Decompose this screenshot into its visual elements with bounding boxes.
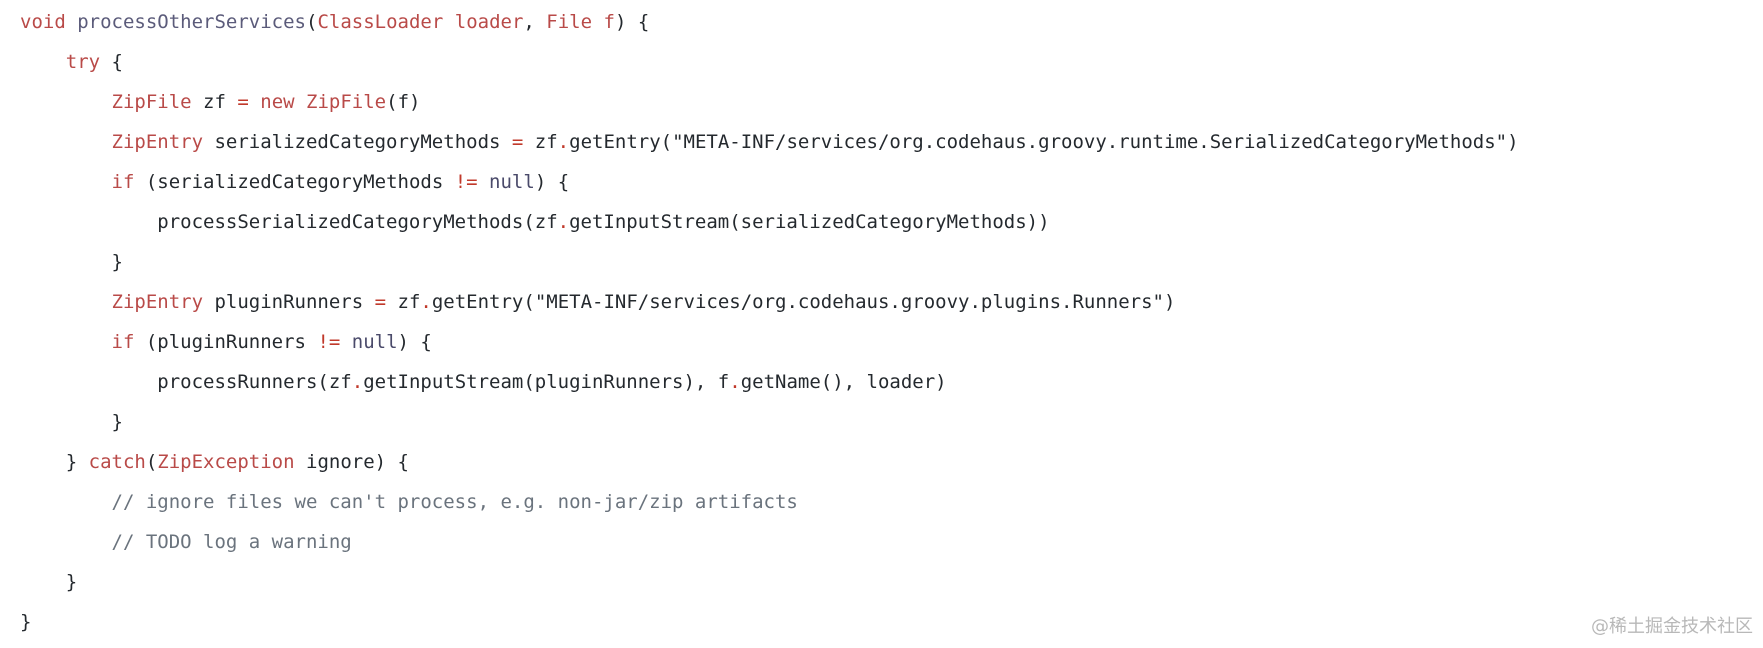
- code-token-plain: ignore) {: [294, 451, 409, 473]
- code-token-plain: (serializedCategoryMethods: [134, 171, 455, 193]
- code-token-op: =: [511, 131, 524, 153]
- code-token-plain: [20, 51, 66, 73]
- code-token-plain: }: [20, 451, 89, 473]
- code-token-type: ZipEntry: [111, 291, 204, 313]
- code-token-plain: [20, 331, 112, 353]
- code-token-string: "META-INF/services/org.codehaus.groovy.p…: [534, 291, 1164, 313]
- code-token-plain: ) {: [614, 11, 650, 33]
- code-token-keyword: new: [260, 91, 295, 113]
- code-token-plain: [20, 291, 112, 313]
- code-line: try {: [20, 42, 1519, 82]
- code-token-plain: [20, 491, 112, 513]
- code-token-null: null: [489, 171, 535, 193]
- code-token-plain: getEntry(: [431, 291, 535, 313]
- code-token-plain: [592, 11, 603, 33]
- code-token-plain: getInputStream(pluginRunners), f: [363, 371, 730, 393]
- code-token-op: =: [237, 91, 249, 113]
- code-token-comment: // ignore files we can't process, e.g. n…: [111, 491, 798, 513]
- code-line: processRunners(zf.getInputStream(pluginR…: [20, 362, 1519, 402]
- code-token-plain: processSerializedCategoryMethods(zf: [20, 211, 558, 233]
- code-token-plain: }: [20, 571, 78, 593]
- code-token-keyword: try: [65, 51, 101, 73]
- code-line: }: [20, 602, 1519, 642]
- code-token-plain: ) {: [534, 171, 570, 193]
- code-token-keyword: void: [20, 11, 66, 33]
- code-token-plain: ): [1163, 291, 1176, 313]
- code-line: }: [20, 242, 1519, 282]
- code-token-op: .: [729, 371, 741, 393]
- code-token-plain: [295, 91, 306, 113]
- code-token-type: ZipException: [157, 451, 295, 473]
- code-token-plain: (: [306, 11, 318, 33]
- code-line: if (serializedCategoryMethods != null) {: [20, 162, 1519, 202]
- code-token-keyword: if: [111, 331, 135, 353]
- code-token-plain: getName(), loader): [740, 371, 947, 393]
- code-token-plain: ): [1507, 131, 1519, 153]
- code-token-plain: (pluginRunners: [134, 331, 318, 353]
- code-line: ZipEntry serializedCategoryMethods = zf.…: [20, 122, 1519, 162]
- code-token-plain: [66, 11, 77, 33]
- code-token-plain: }: [20, 611, 32, 633]
- code-token-plain: [340, 331, 351, 353]
- code-token-op: .: [351, 371, 364, 393]
- code-block: void processOtherServices(ClassLoader lo…: [20, 0, 1519, 642]
- code-token-type: f: [603, 11, 615, 33]
- code-token-plain: (f): [386, 91, 421, 113]
- code-line: ZipFile zf = new ZipFile(f): [20, 82, 1519, 122]
- code-token-plain: [478, 171, 489, 193]
- code-token-keyword: catch: [88, 451, 146, 473]
- code-token-type: loader: [454, 11, 524, 33]
- code-line: ZipEntry pluginRunners = zf.getEntry("ME…: [20, 282, 1519, 322]
- code-token-comment: // TODO log a warning: [111, 531, 352, 553]
- code-token-plain: [20, 91, 112, 113]
- code-token-type: File: [546, 11, 593, 33]
- code-token-string: "META-INF/services/org.codehaus.groovy.r…: [672, 131, 1508, 153]
- code-token-plain: {: [100, 51, 123, 73]
- code-token-op: !=: [454, 171, 478, 193]
- code-line: if (pluginRunners != null) {: [20, 322, 1519, 362]
- code-token-plain: getInputStream(serializedCategoryMethods…: [569, 211, 1050, 233]
- code-token-keyword: if: [111, 171, 135, 193]
- code-token-plain: ,: [523, 11, 547, 33]
- code-line: // TODO log a warning: [20, 522, 1519, 562]
- code-token-type: ZipFile: [111, 91, 192, 113]
- code-line: } catch(ZipException ignore) {: [20, 442, 1519, 482]
- code-token-plain: [249, 91, 260, 113]
- code-token-null: null: [351, 331, 398, 353]
- code-token-type: ClassLoader: [317, 11, 444, 33]
- watermark-text: @稀土掘金技术社区: [1591, 616, 1753, 637]
- code-token-plain: (: [145, 451, 158, 473]
- code-line: // ignore files we can't process, e.g. n…: [20, 482, 1519, 522]
- code-token-plain: [443, 11, 454, 33]
- code-token-plain: processRunners(zf: [20, 371, 352, 393]
- code-line: }: [20, 402, 1519, 442]
- code-line: processSerializedCategoryMethods(zf.getI…: [20, 202, 1519, 242]
- code-token-type: ZipEntry: [111, 131, 204, 153]
- code-token-op: .: [557, 211, 570, 233]
- code-token-type: ZipFile: [306, 91, 387, 113]
- code-token-plain: getEntry(: [569, 131, 673, 153]
- code-line: void processOtherServices(ClassLoader lo…: [20, 2, 1519, 42]
- code-token-plain: zf: [523, 131, 558, 153]
- code-token-op: !=: [317, 331, 341, 353]
- code-token-op: =: [374, 291, 387, 313]
- code-line: }: [20, 562, 1519, 602]
- code-token-plain: [20, 131, 112, 153]
- code-token-plain: [20, 171, 112, 193]
- code-token-plain: ) {: [397, 331, 432, 353]
- code-token-func: processOtherServices: [77, 11, 306, 33]
- code-token-plain: [20, 531, 112, 553]
- code-token-plain: zf: [191, 91, 238, 113]
- code-token-plain: }: [20, 251, 123, 273]
- code-token-plain: }: [20, 411, 123, 433]
- code-token-plain: zf: [386, 291, 421, 313]
- code-token-plain: serializedCategoryMethods: [203, 131, 512, 153]
- code-token-op: .: [420, 291, 432, 313]
- code-token-op: .: [557, 131, 570, 153]
- code-token-plain: pluginRunners: [203, 291, 375, 313]
